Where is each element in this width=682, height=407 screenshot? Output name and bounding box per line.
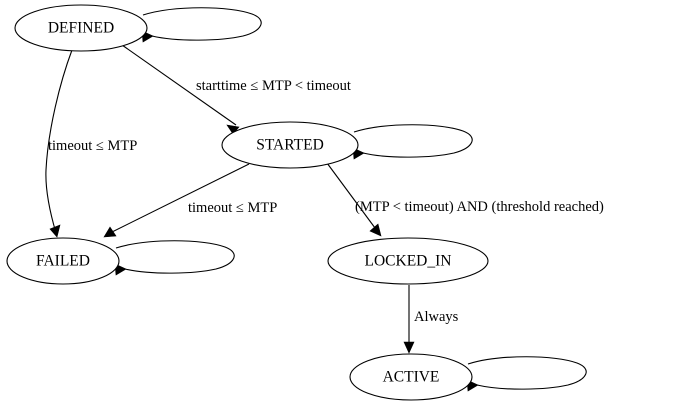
node-locked-in[interactable]: LOCKED_IN xyxy=(327,237,489,285)
edge-started-to-locked-in[interactable]: (MTP < timeout) AND (threshold reached) xyxy=(326,162,604,237)
node-locked-in-label: LOCKED_IN xyxy=(365,253,452,270)
edge-started-to-locked-in-path xyxy=(326,162,379,233)
edge-defined-to-failed[interactable]: timeout ≤ MTP xyxy=(45,49,137,238)
node-active-ellipse xyxy=(349,353,473,401)
edge-defined-self-loop[interactable] xyxy=(141,7,262,43)
edge-label-started-to-locked-in: (MTP < timeout) AND (threshold reached) xyxy=(355,199,604,215)
node-failed[interactable]: FAILED xyxy=(6,237,120,285)
node-started-label: STARTED xyxy=(256,137,324,154)
edge-label-defined-to-failed: timeout ≤ MTP xyxy=(48,138,137,154)
node-failed-label: FAILED xyxy=(36,253,90,270)
node-started[interactable]: STARTED xyxy=(221,121,359,169)
edge-label-defined-to-started: starttime ≤ MTP < timeout xyxy=(196,78,351,94)
edge-label-locked-in-to-active: Always xyxy=(414,309,459,325)
edge-failed-self-path xyxy=(115,240,235,274)
node-defined-label: DEFINED xyxy=(48,20,114,37)
edge-locked-in-to-active[interactable]: Always xyxy=(403,285,459,354)
edge-locked-in-to-active-arrowhead xyxy=(403,341,415,354)
edge-active-self-loop[interactable] xyxy=(466,356,587,392)
node-defined-ellipse xyxy=(14,4,148,52)
edge-started-to-failed[interactable]: timeout ≤ MTP xyxy=(103,163,277,238)
edge-label-started-to-failed: timeout ≤ MTP xyxy=(188,200,277,216)
edge-started-to-failed-path xyxy=(107,163,250,235)
edge-started-self-loop[interactable] xyxy=(352,124,473,160)
node-failed-ellipse xyxy=(6,237,120,285)
edge-started-to-locked-in-arrowhead xyxy=(369,223,382,237)
node-active[interactable]: ACTIVE xyxy=(349,353,473,401)
edge-failed-self-loop[interactable] xyxy=(114,240,235,276)
edge-started-self-path xyxy=(353,124,473,158)
node-started-ellipse xyxy=(221,121,359,169)
edge-active-self-path xyxy=(467,356,587,390)
edge-defined-to-started[interactable]: starttime ≤ MTP < timeout xyxy=(121,44,351,135)
node-defined[interactable]: DEFINED xyxy=(14,4,148,52)
edge-defined-self-path xyxy=(142,7,262,41)
edge-defined-to-failed-path xyxy=(45,49,73,234)
node-locked-in-ellipse xyxy=(327,237,489,285)
edge-defined-to-started-path xyxy=(121,44,237,126)
edge-started-to-failed-arrowhead xyxy=(103,226,117,238)
edge-defined-to-failed-arrowhead xyxy=(49,224,61,238)
node-active-label: ACTIVE xyxy=(383,369,440,386)
